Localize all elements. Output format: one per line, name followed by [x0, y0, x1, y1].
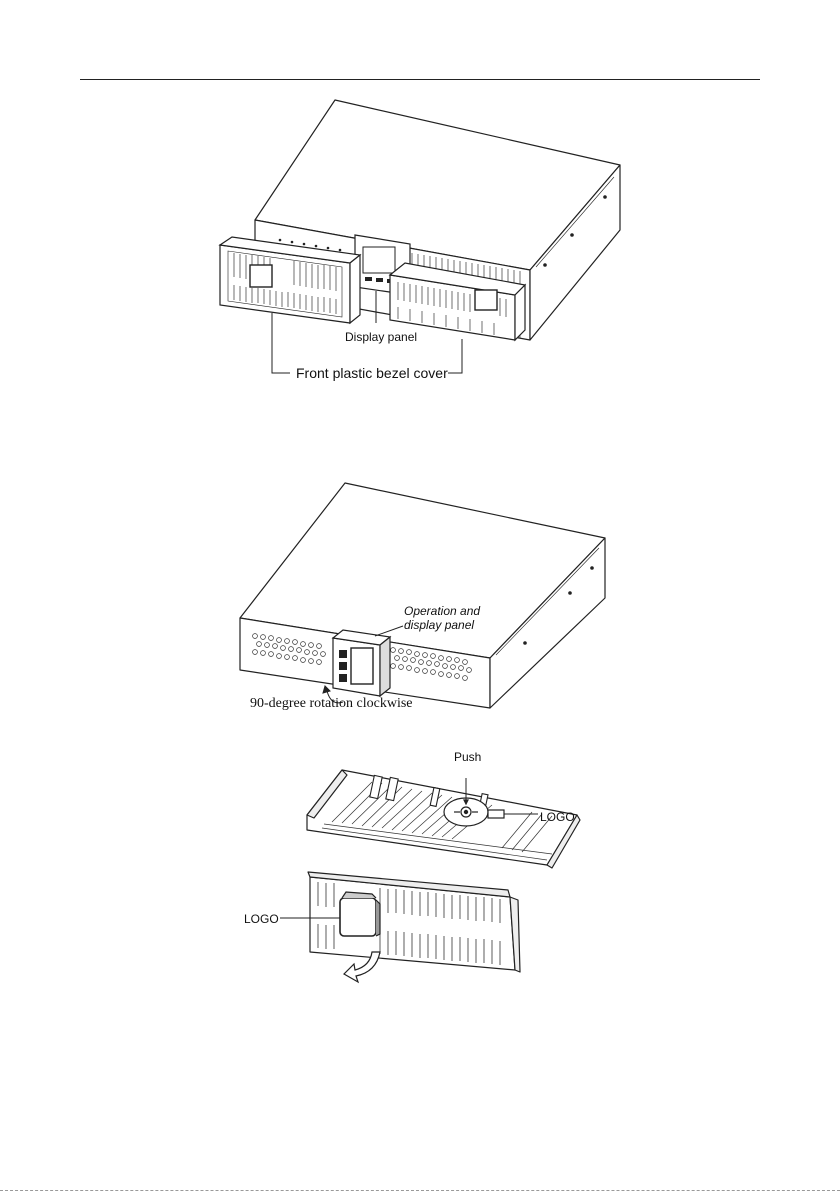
operation-panel-label-line1: Operation and	[404, 604, 480, 618]
operation-panel-label-line2: display panel	[404, 618, 480, 632]
logo-badge-right	[475, 290, 497, 310]
operation-panel-label: Operation and display panel	[404, 604, 480, 632]
operation-display-panel-drawing	[333, 630, 390, 696]
display-panel-label: Display panel	[345, 330, 417, 344]
logo-badge-left	[250, 265, 272, 287]
bezel-cover-label: Front plastic bezel cover	[296, 365, 448, 381]
header-rule	[80, 79, 760, 80]
push-label: Push	[454, 750, 481, 764]
rotation-label: 90-degree rotation clockwise	[250, 696, 413, 712]
figure-ups-panel-rotation	[225, 478, 610, 708]
logo-label-top: LOGO	[540, 810, 575, 824]
page-bottom-edge	[0, 1190, 840, 1191]
logo-label-bottom: LOGO	[244, 912, 279, 926]
figure-bezel-outer-view	[280, 872, 530, 992]
logo-badge	[340, 892, 380, 936]
